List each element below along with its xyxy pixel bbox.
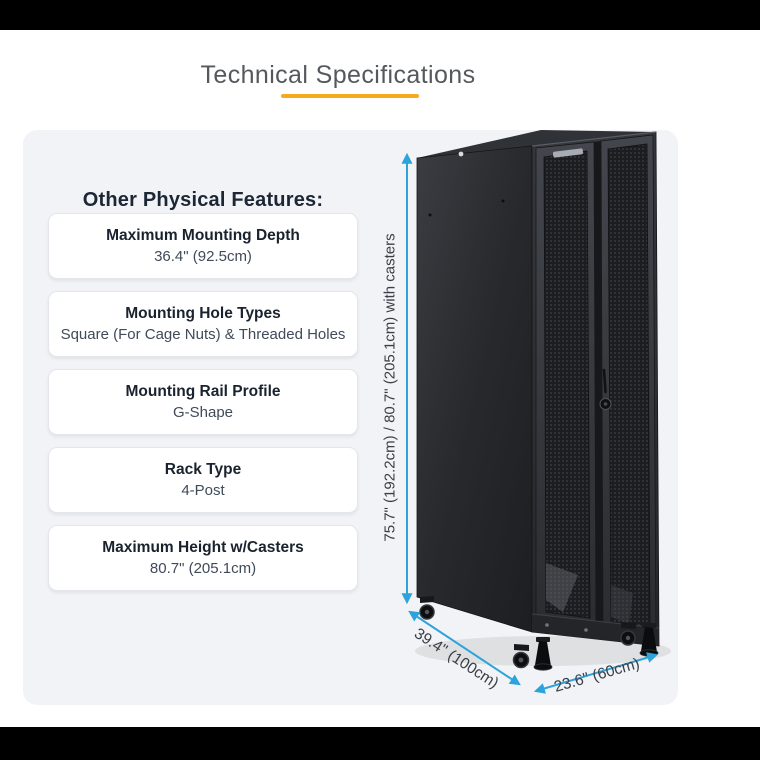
feature-label: Maximum Height w/Casters xyxy=(102,539,304,556)
base-screw-1 xyxy=(545,623,549,627)
feature-label: Rack Type xyxy=(164,461,242,478)
side-hole-1 xyxy=(428,213,432,217)
right-door-mesh xyxy=(607,143,651,629)
rack-cabinet-image xyxy=(401,130,671,694)
side-hole-2 xyxy=(501,199,505,203)
left-mesh-reflection xyxy=(546,563,578,612)
feature-value: 4-Post xyxy=(181,482,225,499)
feature-card-max-height: Maximum Height w/Casters 80.7" (205.1cm) xyxy=(48,525,358,591)
feature-label: Maximum Mounting Depth xyxy=(106,227,300,244)
caster-front-left xyxy=(512,644,530,669)
top-front-edge-highlight xyxy=(531,131,657,147)
depth-arrow xyxy=(408,610,521,686)
front-doors xyxy=(535,134,657,641)
width-arrow xyxy=(533,652,659,694)
kick-plate-edge xyxy=(531,613,660,629)
feature-value: Square (For Cage Nuts) & Threaded Holes xyxy=(60,326,346,343)
caster-rear-left xyxy=(419,596,435,620)
dimension-arrows xyxy=(401,152,659,694)
caster-front-right xyxy=(620,622,636,646)
feature-value: 80.7" (205.1cm) xyxy=(149,560,257,577)
door-lock-keyhole xyxy=(603,402,608,406)
lock-slot xyxy=(602,368,607,394)
feature-card-mounting-depth: Maximum Mounting Depth 36.4" (92.5cm) xyxy=(48,213,358,279)
side-top-screw xyxy=(458,151,464,157)
bottom-letterbox-bar xyxy=(0,727,760,760)
height-dimension-label: 75.7" (192.2cm) / 80.7" (205.1cm) with c… xyxy=(381,233,399,542)
base-screw-2 xyxy=(584,628,588,632)
feature-card-hole-types: Mounting Hole Types Square (For Cage Nut… xyxy=(48,291,358,357)
cabinet-side-panel xyxy=(416,145,533,633)
brand-logo-strip xyxy=(552,148,584,158)
feature-value: 36.4" (92.5cm) xyxy=(154,248,252,265)
feature-label: Mounting Hole Types xyxy=(125,305,281,322)
left-door-mesh xyxy=(543,150,591,619)
title-underline xyxy=(281,94,419,98)
page-title: Technical Specifications xyxy=(200,60,476,89)
cabinet-top-face xyxy=(417,130,656,158)
feature-value: G-Shape xyxy=(172,404,234,421)
feature-card-rail-profile: Mounting Rail Profile G-Shape xyxy=(48,369,358,435)
feature-label: Mounting Rail Profile xyxy=(125,383,281,400)
feature-card-rack-type: Rack Type 4-Post xyxy=(48,447,358,513)
features-heading: Other Physical Features: xyxy=(82,188,324,211)
door-center-post xyxy=(594,141,603,635)
top-letterbox-bar xyxy=(0,0,760,30)
right-mesh-reflection xyxy=(611,585,633,624)
